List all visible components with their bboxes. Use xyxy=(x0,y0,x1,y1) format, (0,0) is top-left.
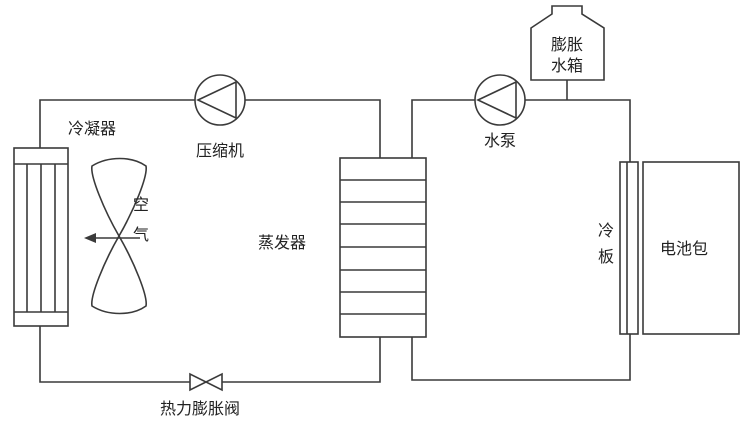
air-flow-arrow-icon xyxy=(84,233,140,243)
evaporator xyxy=(339,157,427,338)
battery-pack-label: 电池包 xyxy=(660,239,708,258)
expansion-valve-label: 热力膨胀阀 xyxy=(160,399,240,418)
coolant-loop xyxy=(411,80,631,381)
condenser xyxy=(13,147,69,327)
evaporator-label: 蒸发器 xyxy=(258,233,306,252)
fan-icon xyxy=(91,157,147,315)
air-label-1: 空 xyxy=(133,195,149,214)
compressor-icon xyxy=(194,74,246,126)
compressor-label: 压缩机 xyxy=(196,141,244,160)
pipe-cold-plate-return xyxy=(411,334,631,381)
expansion-tank-label-2: 水箱 xyxy=(551,56,583,75)
pipe-evaporator-to-pump xyxy=(411,99,475,158)
air-label-2: 气 xyxy=(133,225,149,244)
water-pump-label: 水泵 xyxy=(484,131,516,150)
pipe-condenser-to-valve xyxy=(39,326,190,383)
expansion-tank-label-1: 膨胀 xyxy=(551,35,583,54)
cold-plate-label-1: 冷 xyxy=(598,221,614,240)
water-pump-icon xyxy=(474,74,526,126)
expansion-valve-icon xyxy=(189,372,223,392)
expansion-tank-icon xyxy=(530,5,605,81)
pipe-pump-to-cold-plate xyxy=(525,99,631,162)
pipe-valve-to-evaporator xyxy=(222,337,381,383)
pipe-compressor-to-evaporator xyxy=(245,99,381,158)
cold-plate xyxy=(619,161,639,335)
battery-pack-box xyxy=(642,161,740,335)
refrigerant-loop xyxy=(39,99,381,383)
cold-plate-label-2: 板 xyxy=(598,247,614,266)
condenser-label: 冷凝器 xyxy=(68,119,116,138)
pipe-condenser-to-compressor xyxy=(39,99,195,148)
